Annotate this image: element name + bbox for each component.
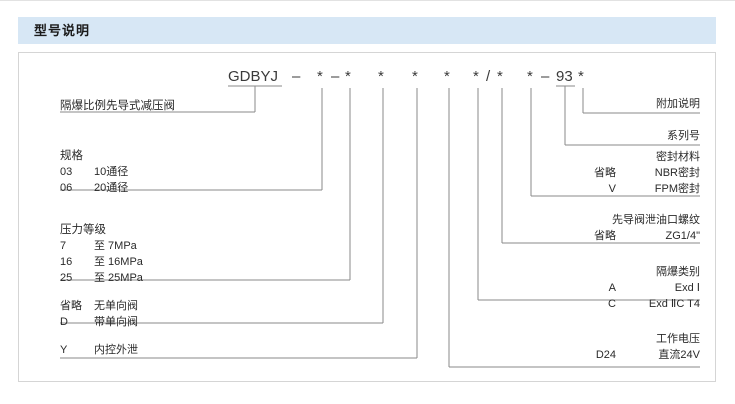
check-valve-code-1: D [60,316,68,328]
model-code-token-10: * [527,68,533,85]
spec-code-1: 06 [60,182,73,194]
check-valve-row-0: 省略 无单向阀 [60,298,138,314]
label-voltage-group: 工作电压 D24 直流24V [490,331,700,363]
seal-material-row-0: 省略 NBR密封 [500,165,700,181]
voltage-desc-0: 直流24V [658,349,700,361]
model-code-base: GDBYJ [228,68,279,85]
seal-material-code-0: 省略 [594,167,616,179]
pilot-drain-thread-desc-0: ZG1/4" [665,230,700,242]
drain-code-0: Y [60,344,68,356]
top-divider [0,0,735,1]
voltage-title: 工作电压 [656,333,700,345]
check-valve-code-0: 省略 [60,300,82,312]
check-valve-row-1: D 带单向阀 [60,314,138,330]
page-title: 型号说明 [34,23,91,38]
model-code-token-2: – [331,68,340,85]
model-code-line: GDBYJ – * – * * * * * / * * – 93 * [0,68,735,90]
label-product-name: 隔爆比例先导式减压阀 [60,98,175,114]
check-valve-desc-0: 无单向阀 [94,300,138,312]
model-code-token-12: 93 [556,68,573,85]
check-valve-desc-1: 带单向阀 [94,316,138,328]
label-check-valve-group: 省略 无单向阀 D 带单向阀 [60,298,138,330]
spec-desc-0: 10通径 [94,166,129,178]
pressure-title: 压力等级 [60,224,106,236]
pilot-drain-thread-title: 先导阀泄油口螺纹 [612,214,700,226]
model-code-token-6: * [444,68,450,85]
model-code-token-0: – [292,68,301,85]
pressure-code-2: 25 [60,272,73,284]
model-code-token-8: / [486,68,491,85]
model-code-token-11: – [541,68,550,85]
series-number-title: 系列号 [667,130,700,142]
pressure-code-0: 7 [60,240,67,252]
section-header-bar [18,17,716,44]
label-series-number: 系列号 [500,128,700,144]
model-code-token-5: * [412,68,418,85]
drain-row-0: Y 内控外泄 [60,342,138,358]
explosion-class-title: 隔爆类别 [656,266,700,278]
spec-title: 规格 [60,150,83,162]
pilot-drain-thread-row-0: 省略 ZG1/4" [470,228,700,244]
pressure-row-2: 25 至 25MPa [60,270,143,286]
label-additional-note: 附加说明 [500,96,700,112]
seal-material-code-1: V [608,183,616,195]
seal-material-row-1: V FPM密封 [500,181,700,197]
model-code-token-4: * [378,68,384,85]
label-drain-group: Y 内控外泄 [60,342,138,358]
explosion-class-row-0: A Exd Ⅰ [470,280,700,296]
label-pressure-group: 压力等级 7 至 7MPa 16 至 16MPa 25 至 25MPa [60,222,143,286]
spec-code-0: 03 [60,166,73,178]
label-pilot-drain-thread-group: 先导阀泄油口螺纹 省略 ZG1/4" [470,212,700,244]
voltage-code-0: D24 [595,349,616,361]
model-code-token-3: * [345,68,351,85]
pilot-drain-thread-code-0: 省略 [594,230,616,242]
pressure-desc-2: 至 25MPa [94,272,143,284]
explosion-class-row-1: C Exd ⅡC T4 [470,296,700,312]
seal-material-desc-1: FPM密封 [654,183,700,195]
explosion-class-desc-1: Exd ⅡC T4 [648,298,700,310]
pressure-code-1: 16 [60,256,73,268]
label-spec-group: 规格 03 10通径 06 20通径 [60,148,128,196]
model-code-token-13: * [578,68,584,85]
spec-row-0: 03 10通径 [60,164,128,180]
seal-material-desc-0: NBR密封 [654,167,700,179]
model-code-token-7: * [473,68,479,85]
additional-note-title: 附加说明 [656,98,700,110]
model-code-token-9: * [497,68,503,85]
product-name-text: 隔爆比例先导式减压阀 [60,100,175,112]
model-code-token-1: * [317,68,323,85]
pressure-desc-0: 至 7MPa [94,240,137,252]
spec-row-1: 06 20通径 [60,180,128,196]
explosion-class-code-0: A [608,282,616,294]
explosion-class-desc-0: Exd Ⅰ [674,282,700,294]
label-seal-material-group: 密封材料 省略 NBR密封 V FPM密封 [500,149,700,197]
pressure-row-0: 7 至 7MPa [60,238,143,254]
spec-desc-1: 20通径 [94,182,129,194]
pressure-row-1: 16 至 16MPa [60,254,143,270]
explosion-class-code-1: C [608,298,616,310]
diagram-panel [18,52,716,382]
pressure-desc-1: 至 16MPa [94,256,143,268]
seal-material-title: 密封材料 [656,151,700,163]
drain-desc-0: 内控外泄 [94,344,138,356]
label-explosion-class-group: 隔爆类别 A Exd Ⅰ C Exd ⅡC T4 [470,264,700,312]
voltage-row-0: D24 直流24V [490,347,700,363]
